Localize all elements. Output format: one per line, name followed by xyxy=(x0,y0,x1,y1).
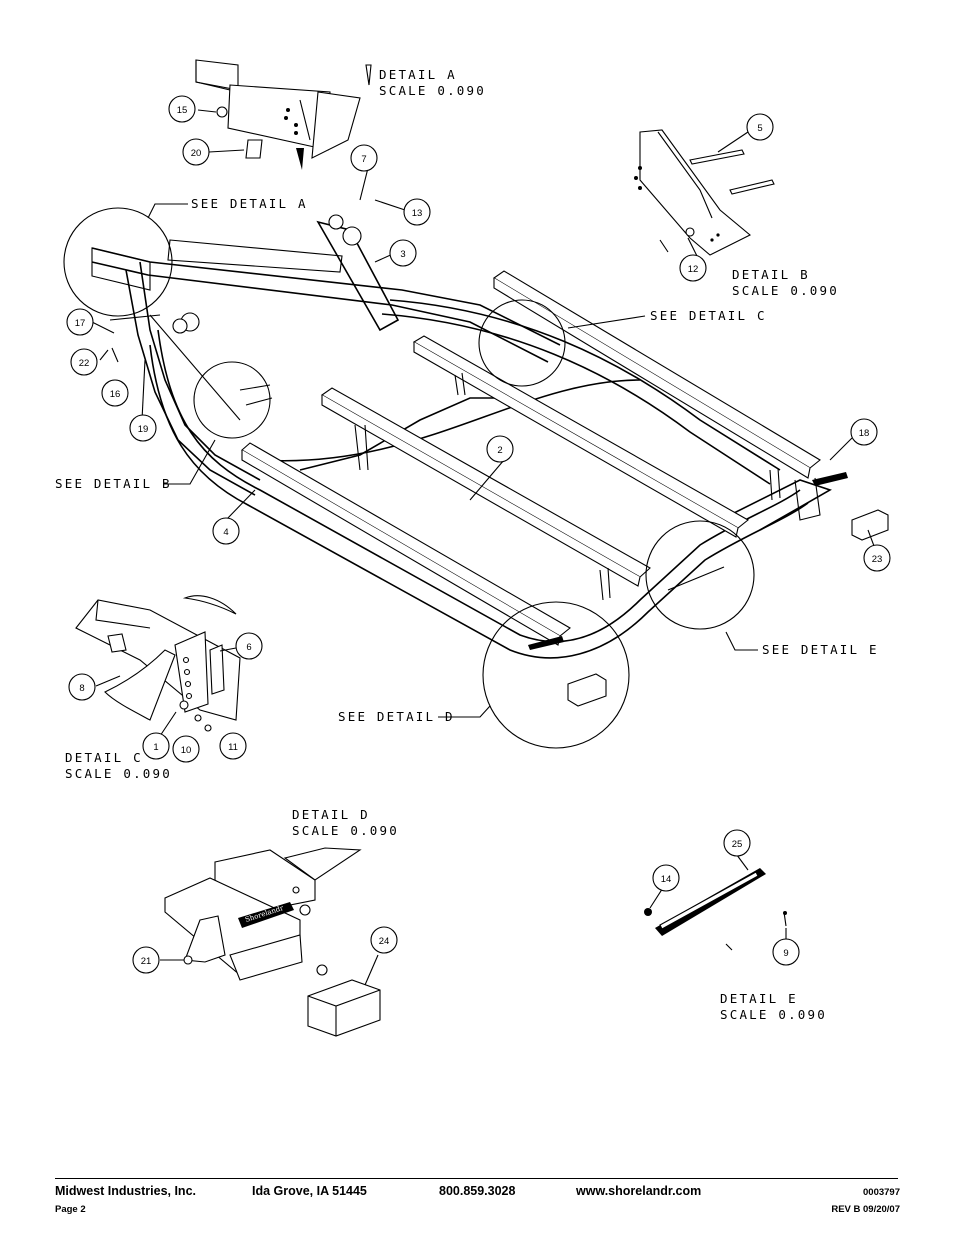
footer-phone: 800.859.3028 xyxy=(439,1184,516,1198)
callout-3: 3 xyxy=(389,239,417,267)
detail-d-drawing xyxy=(160,847,381,1037)
detail-circles xyxy=(63,207,755,749)
svg-text:8: 8 xyxy=(79,683,84,694)
detail-c-drawing xyxy=(75,595,241,737)
detail-d-scale: SCALE 0.090 xyxy=(292,823,399,838)
detail-e-scale: SCALE 0.090 xyxy=(720,1007,827,1022)
callout-24: 24 xyxy=(370,926,398,954)
detail-a-scale: SCALE 0.090 xyxy=(379,83,486,98)
callout-18: 18 xyxy=(850,418,878,446)
footer-city: Ida Grove, IA 51445 xyxy=(252,1184,367,1198)
callout-balloons: 1 2 3 4 5 6 7 8 9 10 11 12 13 14 15 16 1… xyxy=(66,95,891,974)
detail-e-title: DETAIL E xyxy=(720,991,798,1006)
see-detail-e-label: SEE DETAIL E xyxy=(762,642,879,657)
callout-2: 2 xyxy=(486,435,514,463)
callout-17: 17 xyxy=(66,308,94,336)
svg-text:18: 18 xyxy=(859,428,870,439)
callout-1: 1 xyxy=(142,732,170,760)
callout-12: 12 xyxy=(679,254,707,282)
callout-23: 23 xyxy=(863,544,891,572)
callout-16: 16 xyxy=(101,379,129,407)
footer-doc-number: 0003797 xyxy=(863,1187,900,1198)
svg-text:5: 5 xyxy=(757,123,762,134)
svg-text:21: 21 xyxy=(141,956,152,967)
callout-14: 14 xyxy=(652,864,680,892)
detail-b-title: DETAIL B xyxy=(732,267,810,282)
see-detail-b-label: SEE DETAIL B xyxy=(55,476,172,491)
svg-text:7: 7 xyxy=(361,154,366,165)
see-detail-a-label: SEE DETAIL A xyxy=(191,196,308,211)
svg-text:11: 11 xyxy=(228,742,238,753)
svg-text:3: 3 xyxy=(400,249,405,260)
callout-15: 15 xyxy=(168,95,196,123)
svg-text:17: 17 xyxy=(75,318,86,329)
svg-text:15: 15 xyxy=(177,105,188,116)
diagram-labels: DETAIL A SCALE 0.090 SEE DETAIL A DETAIL… xyxy=(55,67,879,1022)
callout-19: 19 xyxy=(129,414,157,442)
callout-11: 11 xyxy=(219,732,247,760)
detail-b-drawing xyxy=(634,129,775,259)
svg-text:4: 4 xyxy=(223,527,228,538)
leader-lines xyxy=(91,167,875,718)
detail-a-drawing xyxy=(195,59,372,170)
svg-text:13: 13 xyxy=(412,208,423,219)
svg-text:14: 14 xyxy=(661,874,672,885)
trailer-frame xyxy=(91,214,889,707)
detail-c-title: DETAIL C xyxy=(65,750,143,765)
see-detail-c-label: SEE DETAIL C xyxy=(650,308,767,323)
footer-divider xyxy=(55,1178,898,1179)
callout-5: 5 xyxy=(746,113,774,141)
callout-9: 9 xyxy=(772,938,800,966)
footer-website[interactable]: www.shorelandr.com xyxy=(576,1184,702,1198)
svg-text:2: 2 xyxy=(497,445,502,456)
detail-b-scale: SCALE 0.090 xyxy=(732,283,839,298)
see-detail-d-label: SEE DETAIL D xyxy=(338,709,455,724)
svg-text:23: 23 xyxy=(872,554,883,565)
svg-text:12: 12 xyxy=(688,264,699,275)
callout-21: 21 xyxy=(132,946,160,974)
detail-a-title: DETAIL A xyxy=(379,67,457,82)
callout-10: 10 xyxy=(172,735,200,763)
callout-25: 25 xyxy=(723,829,751,857)
callout-22: 22 xyxy=(70,348,98,376)
callout-13: 13 xyxy=(403,198,431,226)
svg-text:19: 19 xyxy=(138,424,149,435)
svg-text:25: 25 xyxy=(732,839,743,850)
callout-4: 4 xyxy=(212,517,240,545)
svg-text:22: 22 xyxy=(79,358,90,369)
detail-d-title: DETAIL D xyxy=(292,807,370,822)
callout-7: 7 xyxy=(350,144,378,172)
callout-6: 6 xyxy=(235,632,263,660)
svg-text:9: 9 xyxy=(783,948,788,959)
svg-text:16: 16 xyxy=(110,389,121,400)
svg-text:6: 6 xyxy=(246,642,251,653)
detail-c-scale: SCALE 0.090 xyxy=(65,766,172,781)
svg-text:1: 1 xyxy=(153,742,158,753)
callout-8: 8 xyxy=(68,673,96,701)
footer-company: Midwest Industries, Inc. xyxy=(55,1184,196,1198)
callout-20: 20 xyxy=(182,138,210,166)
detail-e-drawing xyxy=(644,842,787,951)
footer-revision: REV B 09/20/07 xyxy=(831,1204,900,1215)
svg-text:10: 10 xyxy=(181,745,192,756)
svg-text:20: 20 xyxy=(191,148,202,159)
footer-page: Page 2 xyxy=(55,1204,86,1215)
svg-text:24: 24 xyxy=(379,936,390,947)
